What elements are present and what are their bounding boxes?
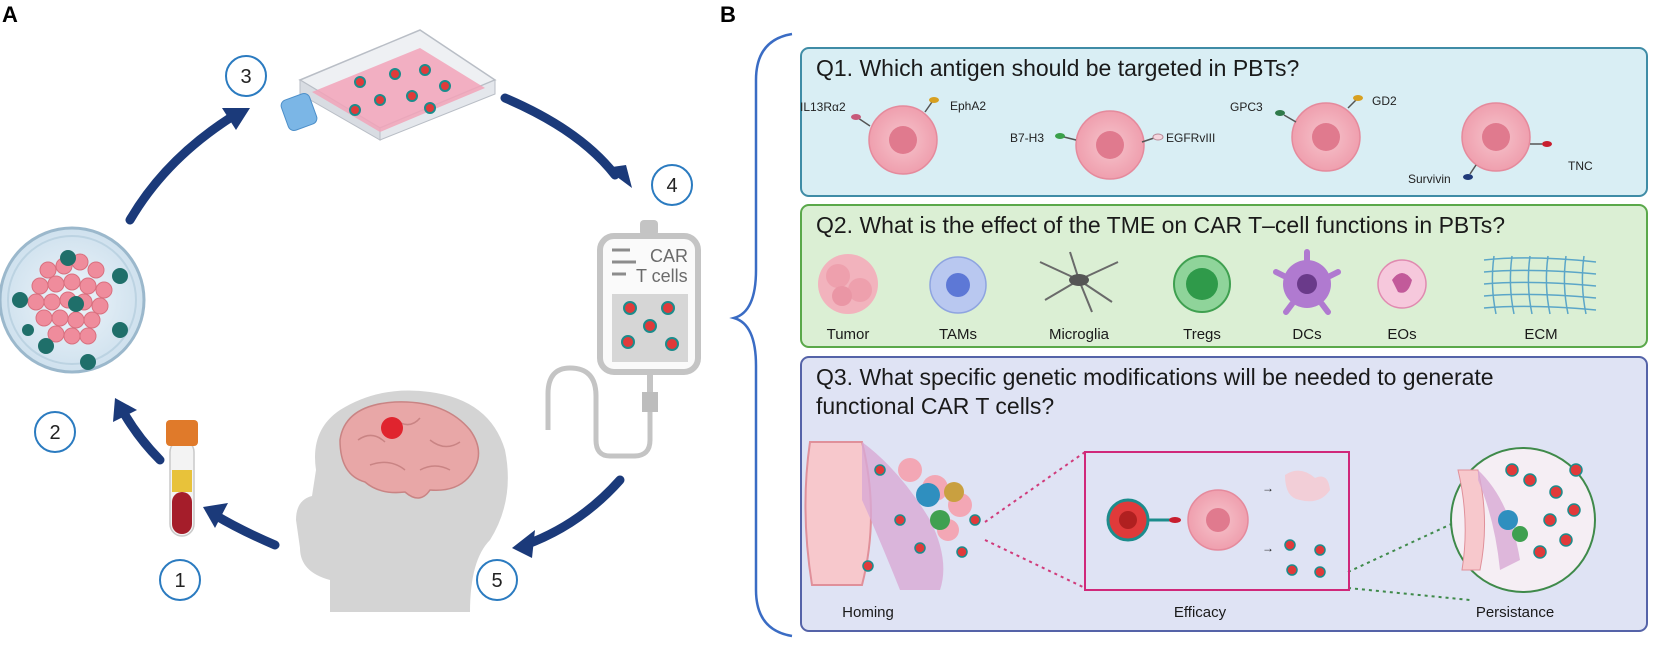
patient-head xyxy=(296,390,508,612)
q2-box: Q2. What is the effect of the TME on CAR… xyxy=(800,204,1648,348)
step-circle-1: 1 xyxy=(159,559,201,601)
q3-box: Q3. What specific genetic modifications … xyxy=(800,356,1648,632)
persistance-illustration: Persistance xyxy=(1450,447,1596,621)
q1-cell-3: GPC3 GD2 xyxy=(1230,94,1397,172)
step-circle-2: 2 xyxy=(34,411,76,453)
bag-label-t-cells: T cells xyxy=(636,266,688,286)
arrowhead-1 xyxy=(203,503,228,528)
antigen-survivin: Survivin xyxy=(1408,172,1451,186)
antigen-tnc: TNC xyxy=(1568,159,1593,173)
antigen-il13ra2: IL13Rα2 xyxy=(800,100,846,114)
tme-label-dcs: DCs xyxy=(1292,326,1321,343)
efficacy-illustration: → → Efficacy xyxy=(1084,451,1350,621)
antigen-epha2: EphA2 xyxy=(950,99,986,113)
homing-illustration: Homing xyxy=(804,441,981,621)
q1-cell-2: B7-H3 EGFRvIII xyxy=(1010,110,1215,180)
panel-b-letter: B xyxy=(720,2,736,27)
step-circle-4: 4 xyxy=(651,164,693,206)
q2-title: Q2. What is the effect of the TME on CAR… xyxy=(816,212,1505,238)
arrow-3-to-4 xyxy=(500,93,620,180)
tme-label-tregs: Tregs xyxy=(1183,326,1221,343)
arrowhead-5 xyxy=(512,530,535,558)
petri-dish xyxy=(0,226,146,374)
arrow-1-to-2 xyxy=(120,410,165,465)
culture-flask xyxy=(280,29,497,141)
q3-label-persistance: Persistance xyxy=(1476,604,1554,621)
antigen-b7-h3: B7-H3 xyxy=(1010,131,1044,145)
step-number-5: 5 xyxy=(491,570,502,592)
blood-tube xyxy=(166,420,198,537)
tme-ecm: ECM xyxy=(1483,255,1597,343)
arrow-5-to-1 xyxy=(210,510,280,550)
q3-title-line-1: Q3. What specific genetic modifications … xyxy=(816,364,1494,390)
homing-connector xyxy=(984,451,1086,589)
panel-a-letter: A xyxy=(2,2,18,27)
tme-label-ecm: ECM xyxy=(1524,326,1557,343)
antigen-gd2: GD2 xyxy=(1372,94,1397,108)
tme-eos: EOs xyxy=(1377,259,1427,343)
tme-label-tams: TAMs xyxy=(939,326,977,343)
efficacy-arrow-1: → xyxy=(1262,481,1274,495)
cycle-arrowheads xyxy=(113,108,632,558)
q3-label-homing: Homing xyxy=(842,604,894,621)
arrowhead-3 xyxy=(222,108,250,130)
car-t-iv-bag: CAR T cells xyxy=(545,220,701,459)
tme-dcs: DCs xyxy=(1273,249,1341,343)
q1-cell-4: Survivin TNC xyxy=(1408,102,1593,186)
arrow-2-to-3 xyxy=(125,113,235,225)
bag-label-car: CAR xyxy=(650,246,688,266)
tme-label-microglia: Microglia xyxy=(1049,326,1110,343)
arrow-4-to-5 xyxy=(520,475,625,550)
arrowhead-4 xyxy=(605,165,632,188)
step-circle-3: 3 xyxy=(225,55,267,97)
antigen-egfrviii: EGFRvIII xyxy=(1166,131,1215,145)
step-number-4: 4 xyxy=(666,175,677,197)
q3-label-efficacy: Efficacy xyxy=(1174,604,1227,621)
tme-microglia: Microglia xyxy=(1039,251,1119,343)
step-number-1: 1 xyxy=(174,570,185,592)
step-number-3: 3 xyxy=(240,66,251,88)
q1-cell-1: IL13Rα2 EphA2 xyxy=(800,97,986,175)
tme-label-eos: EOs xyxy=(1387,326,1416,343)
tme-tregs: Tregs xyxy=(1173,255,1231,343)
antigen-gpc3: GPC3 xyxy=(1230,100,1263,114)
step-number-2: 2 xyxy=(49,422,60,444)
tme-tams: TAMs xyxy=(929,256,987,343)
q1-title: Q1. Which antigen should be targeted in … xyxy=(816,55,1299,81)
cycle-arrows xyxy=(120,93,625,550)
curly-brace xyxy=(729,32,793,638)
q1-box: Q1. Which antigen should be targeted in … xyxy=(800,47,1648,197)
tme-label-tumor: Tumor xyxy=(827,326,870,343)
arrowhead-2 xyxy=(113,398,137,422)
step-circle-5: 5 xyxy=(476,559,518,601)
q3-title-line-2: functional CAR T cells? xyxy=(816,393,1054,419)
tme-tumor: Tumor xyxy=(818,254,878,343)
efficacy-arrow-2: → xyxy=(1262,541,1274,555)
